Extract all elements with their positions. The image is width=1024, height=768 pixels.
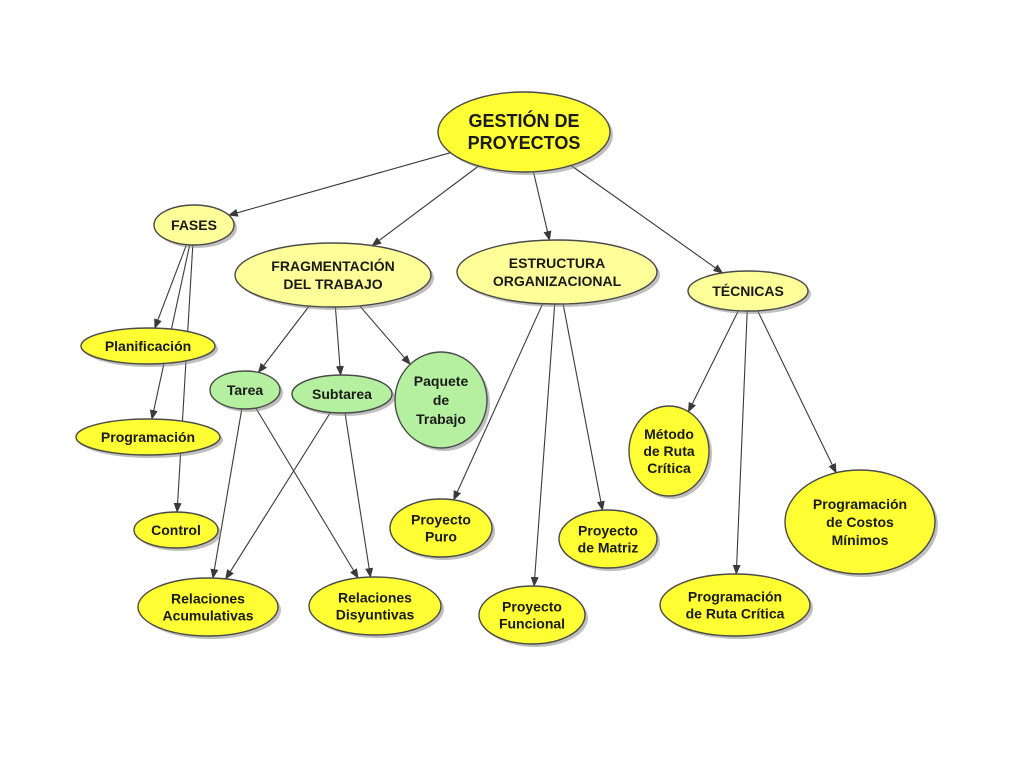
node-label: Paquete [414, 373, 469, 389]
node-label: de Matriz [578, 540, 639, 556]
node-ellipse [558, 509, 658, 569]
node-label: de Ruta [643, 443, 695, 459]
edge-gestion-to-fragmentacion [371, 165, 479, 247]
edge-fragmentacion-to-subtarea [334, 306, 344, 376]
node-label: Disyuntivas [336, 607, 415, 623]
edge-subtarea-to-rel_disy [344, 412, 374, 579]
edge-gestion-to-estructura [532, 171, 552, 242]
node-control: Control [133, 511, 221, 551]
node-fragmentacion: FRAGMENTACIÓN DEL TRABAJO [234, 242, 434, 310]
edge-tecnicas-to-prog_costos [757, 310, 837, 474]
edge-subtarea-to-rel_acum [225, 412, 331, 580]
node-label: Trabajo [416, 411, 466, 427]
edge-fragmentacion-to-paquete [359, 305, 411, 366]
node-label: Proyecto [502, 599, 562, 615]
edge-tecnicas-to-metodo_ruta [687, 310, 739, 413]
node-ellipse [80, 327, 216, 365]
node-ellipse [389, 498, 493, 558]
node-label: de Costos [826, 514, 894, 530]
node-label: Tarea [227, 382, 264, 398]
node-label: TÉCNICAS [712, 283, 784, 299]
node-label: Puro [425, 529, 457, 545]
edge-fases-to-planificacion [154, 244, 188, 330]
node-label: Programación [101, 429, 195, 445]
node-ellipse [75, 418, 221, 456]
node-ellipse [133, 511, 219, 549]
node-tarea: Tarea [209, 370, 283, 412]
node-label: PROYECTOS [468, 133, 581, 153]
node-ellipse [153, 204, 235, 246]
node-label: DEL TRABAJO [283, 276, 382, 292]
node-label: Crítica [647, 460, 691, 476]
edge-estructura-to-proy_matriz [562, 303, 605, 512]
node-programacion: Programación [75, 418, 223, 458]
node-label: Proyecto [578, 523, 638, 539]
edge-fases-to-control [173, 244, 194, 513]
node-label: Subtarea [312, 386, 372, 402]
node-planificacion: Planificación [80, 327, 218, 367]
node-ellipse [456, 239, 658, 305]
edge-gestion-to-tecnicas [570, 165, 724, 274]
node-tecnicas: TÉCNICAS [687, 270, 811, 314]
node-label: Mínimos [832, 532, 889, 548]
node-ellipse [291, 374, 393, 414]
node-label: Método [644, 426, 694, 442]
node-subtarea: Subtarea [291, 374, 395, 416]
node-label: ESTRUCTURA [509, 255, 605, 271]
node-label: GESTIÓN DE [468, 110, 579, 131]
node-label: Proyecto [411, 512, 471, 528]
edges-layer [149, 152, 837, 587]
node-label: de Ruta Crítica [686, 606, 785, 622]
node-label: Funcional [499, 616, 565, 632]
node-ellipse [137, 577, 279, 637]
edge-gestion-to-fases [227, 152, 451, 217]
node-label: Relaciones [338, 590, 412, 606]
node-label: FRAGMENTACIÓN [271, 257, 394, 274]
node-label: Programación [813, 496, 907, 512]
node-fases: FASES [153, 204, 237, 248]
node-ellipse [234, 242, 432, 308]
node-ellipse [784, 469, 936, 575]
node-label: ORGANIZACIONAL [493, 273, 622, 289]
edge-tarea-to-rel_disy [255, 407, 359, 579]
node-label: Acumulativas [162, 608, 253, 624]
node-label: de [433, 392, 450, 408]
edge-estructura-to-proy_puro [453, 303, 544, 501]
node-ellipse [478, 585, 586, 645]
node-ellipse [437, 91, 611, 173]
node-label: Planificación [105, 338, 191, 354]
node-ellipse [628, 405, 710, 497]
node-label: Relaciones [171, 591, 245, 607]
node-ellipse [394, 351, 488, 449]
node-label: FASES [171, 217, 217, 233]
edge-estructura-to-proy_func [530, 303, 556, 587]
node-label: Programación [688, 589, 782, 605]
node-ellipse [659, 573, 811, 637]
node-label: Control [151, 522, 201, 538]
edge-tecnicas-to-prog_ruta [732, 310, 748, 575]
edge-tarea-to-rel_acum [210, 408, 243, 580]
edge-fragmentacion-to-tarea [257, 305, 310, 374]
node-ellipse [687, 270, 809, 312]
node-estructura: ESTRUCTURA ORGANIZACIONAL [456, 239, 660, 307]
node-ellipse [209, 370, 281, 410]
node-ellipse [308, 576, 442, 636]
